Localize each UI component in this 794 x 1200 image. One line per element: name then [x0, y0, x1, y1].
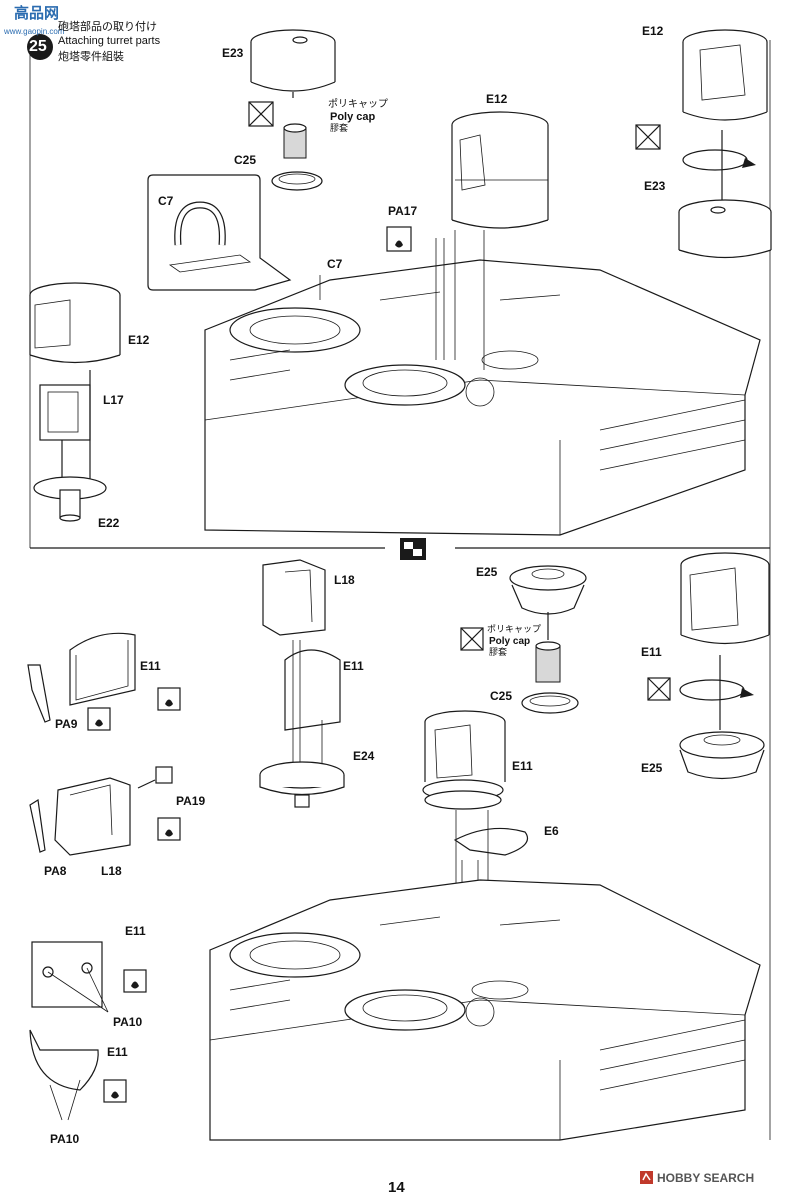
part-pa9: [27, 664, 51, 723]
part-e11-center: [284, 649, 341, 731]
part-pa8: [29, 799, 46, 853]
label-pa8: PA8: [44, 864, 67, 878]
part-c25-top: [271, 171, 323, 191]
label-e25-top: E25: [476, 565, 498, 579]
polycap-jp-2: ポリキャップ: [487, 625, 542, 635]
part-e12-right-top: [682, 29, 768, 121]
part-l18-center: [262, 559, 326, 636]
label-e23-right: E23: [644, 179, 666, 193]
part-pa19: [155, 766, 173, 784]
step-title-en: Attaching turret parts: [58, 35, 161, 47]
polycap-cn-1: 膠套: [330, 124, 349, 134]
cement-icon-1: [386, 226, 412, 252]
label-l18-left: L18: [101, 864, 122, 878]
part-e6: [453, 827, 529, 856]
label-e12-left: E12: [128, 333, 150, 347]
part-e23-top: [250, 29, 336, 98]
part-e23-right: [678, 199, 772, 259]
flow-direction-icon: [400, 538, 426, 560]
cement-icon-4: [157, 817, 181, 841]
hobby-search-logo: [640, 1171, 653, 1184]
part-e11-flat-panel: [31, 941, 109, 1013]
part-e11-curved-panel: [29, 1029, 99, 1121]
part-l18-left: [54, 777, 131, 856]
polycap-cn-2: 膠套: [489, 648, 508, 658]
part-c25-bottom: [521, 692, 579, 714]
turret-body-top: [204, 259, 761, 536]
no-glue-icon-1: [248, 101, 274, 127]
label-e22: E22: [98, 516, 120, 530]
rotate-arrow-1: [682, 130, 756, 205]
part-l17: [39, 384, 91, 441]
c7-callout: [147, 174, 292, 291]
label-e25-right: E25: [641, 761, 663, 775]
label-e6: E6: [544, 824, 559, 838]
part-e12-left: [29, 282, 121, 364]
no-glue-icon-4: [647, 677, 671, 701]
no-glue-icon-3: [460, 627, 484, 651]
cement-icon-3: [157, 687, 181, 711]
part-e24: [259, 761, 345, 808]
label-e11-assembly: E11: [512, 759, 533, 773]
assembly-guide-lines-center: [292, 640, 323, 770]
poly-cap-1: [283, 123, 307, 159]
label-c25-top: C25: [234, 153, 257, 167]
label-e11-flat-panel: E11: [125, 924, 146, 938]
label-pa17: PA17: [388, 204, 418, 218]
part-e11-left-panel: [69, 632, 136, 706]
part-e25-right: [679, 731, 765, 780]
watermark-url: www.gaopin.com: [4, 27, 65, 36]
label-pa10-flat: PA10: [113, 1015, 143, 1029]
label-c7-callout: C7: [158, 194, 174, 208]
cement-icon-6: [103, 1079, 127, 1103]
footer-brand: HOBBY SEARCH: [657, 1171, 755, 1185]
polycap-en-1: Poly cap: [330, 111, 376, 123]
step-title-cn: 炮塔零件組裝: [58, 50, 124, 63]
part-e11-assembly: [422, 710, 506, 810]
label-e11-center: E11: [343, 659, 364, 673]
label-pa19: PA19: [176, 794, 206, 808]
label-e24: E24: [353, 749, 375, 763]
label-c25-bottom: C25: [490, 689, 513, 703]
label-e23-top: E23: [222, 46, 244, 60]
cement-icon-2: [87, 707, 111, 731]
part-e11-right: [680, 552, 770, 645]
label-e11-right: E11: [641, 645, 662, 659]
label-pa10-curved: PA10: [50, 1132, 80, 1146]
label-e12-center: E12: [486, 92, 508, 106]
turret-body-bottom: [209, 879, 761, 1141]
step-title-jp: 砲塔部品の取り付け: [58, 20, 157, 33]
label-e11-curved-panel: E11: [107, 1045, 128, 1059]
part-e25-top: [509, 565, 587, 615]
cement-icon-5: [123, 969, 147, 993]
step-number: 25: [29, 38, 47, 55]
label-c7-turret: C7: [327, 257, 343, 271]
label-e11-left-panel: E11: [140, 659, 161, 673]
no-glue-icon-2: [635, 124, 661, 150]
label-e12-right: E12: [642, 24, 664, 38]
page-number: 14: [388, 1179, 405, 1196]
polycap-en-2: Poly cap: [489, 636, 531, 647]
part-e22: [33, 476, 107, 522]
label-pa9: PA9: [55, 717, 78, 731]
assembly-guide-lines-top: [319, 230, 485, 370]
step-badge: [27, 34, 53, 60]
polycap-jp-1: ポリキャップ: [328, 99, 388, 110]
watermark-top: 高品网: [14, 4, 60, 22]
rotate-arrow-2: [679, 655, 754, 730]
part-e12-center: [451, 111, 549, 229]
label-l17: L17: [103, 393, 124, 407]
poly-cap-2: [535, 641, 561, 683]
label-l18-center: L18: [334, 573, 355, 587]
